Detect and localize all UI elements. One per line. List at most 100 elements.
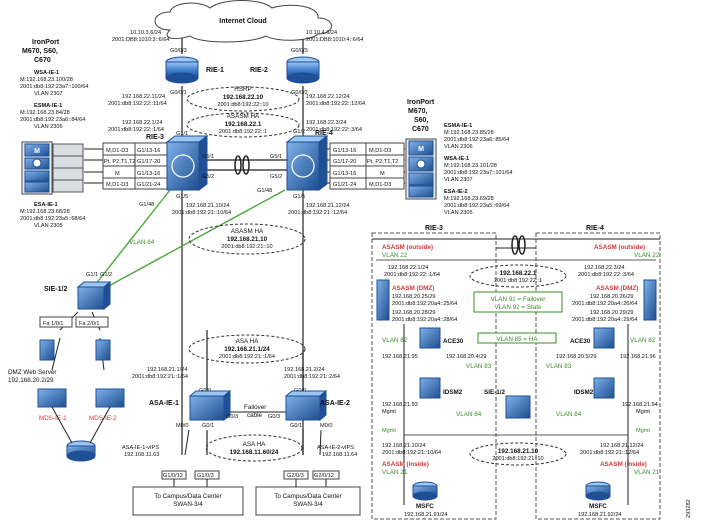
rie-4-down-ip: 192.168.21.12/24 (306, 203, 350, 209)
left-appliance-line: 2001:db8:192:23a6::84/64 (20, 117, 85, 123)
rie-4-port-label: G1/13-16 (333, 148, 356, 154)
asasm-ha-top-ipv6: 2001:db8:192:22::1 (219, 129, 267, 135)
panel-dmz-left-ipv6: 2001:db8:192:20a4::25/64 (392, 301, 457, 307)
panel-rie-3-label: RIE-3 (425, 225, 443, 232)
right-appliance-line: 2001:db8:192:23a5::69/64 (444, 203, 509, 209)
panel-idsm2-left: IDSM2 (443, 389, 463, 396)
rie-3-port-label: G1/17-20 (137, 159, 160, 165)
ironport-left-title-1: IronPort (32, 39, 60, 46)
rie-3-g51: G5/1 (202, 154, 214, 160)
right-appliance-line: 2001:db8:192:23a7::101/64 (444, 170, 512, 176)
m-letter-icon: M (34, 148, 40, 155)
asa-ie-1-m00: M0/0 (176, 423, 188, 429)
panel-vlan-21-left: VLAN 21 (382, 469, 408, 476)
asasm-ha-mid-ip: 192.168.21.10 (227, 236, 268, 243)
switch-rie-4: G1/13-16 G1/17-20 G1/13-16 G1/21-24 M,D1… (257, 129, 405, 200)
rie-4-up-ip: 192.168.22.3/24 (306, 120, 346, 126)
asa-ie-1-label: ASA-IE-1 (149, 400, 179, 407)
panel-asasm-outside-right: ASASM (outside) (594, 244, 645, 251)
panel-ace-left-ip: 192.168.21.95 (382, 354, 418, 360)
panel-asasm-dmz-right: ASASM (DMZ) (596, 285, 638, 292)
switch-symbol-icon (171, 154, 195, 178)
rie-4-g148: G1/48 (257, 188, 272, 194)
panel-asasm-left-module (376, 279, 390, 321)
panel-outside-right-ip: 192.168.22.3/24 (584, 265, 624, 271)
rie-4-g52: G5/2 (270, 174, 282, 180)
figure-id-label: 293282 (686, 499, 692, 518)
panel-msfc-right-ip: 192.168.21.92/24 (578, 512, 622, 518)
rie-1-addr-v4: 10.10.3.6/24 (130, 30, 161, 36)
rie-3-label: RIE-3 (146, 134, 164, 141)
ironport-right-title-2: M670, (408, 108, 428, 115)
panel-vlan-83-left: VLAN 83 (466, 363, 492, 370)
panel-dmz-vip-ipv6: 2001:db8:192:20a4::28/64 (392, 317, 457, 323)
campus-left: To Campus/Data Center SWAN-3/4 (132, 479, 244, 516)
panel-vlan-83-right: VLAN 83 (546, 363, 572, 370)
panel-ace30-right: ACE30 (570, 338, 591, 345)
panel-asasm-inside-left: ASASM (inside) (382, 461, 429, 468)
asasm-ha-top-ip: 192.168.22.1 (225, 121, 262, 128)
rie-4-port-label: G1/21-24 (333, 182, 356, 188)
asasm-ha-mid-group: ASASM HA 192.168.21.10 2001:db8:192:21::… (188, 223, 306, 255)
left-appliance-line: VLAN 2307 (34, 91, 63, 97)
ironport-left-title-2: M670, S60, (22, 48, 58, 55)
panel-vlan-84-left: VLAN 84 (456, 411, 482, 418)
rie-2-addr-v6: 2001:DB8:1010:4::6/64 (306, 37, 364, 43)
asa-ie-1-ipv6: 2001:db8:192:21::1/64 (132, 374, 188, 380)
mds-devices: MDS-IE-1 MDS-IE-2 (37, 388, 125, 462)
rie-4-dev-label: M,D1-D3 (369, 182, 391, 188)
sie-1-2-g11: G1/1 (86, 272, 98, 278)
asa-ha-mid-ipv6: 2001:db8:192:21::1/64 (219, 354, 275, 360)
panel-ace30-left: ACE30 (443, 338, 464, 345)
wsa-globe-icon (416, 159, 426, 169)
rie-3-dev-label: M,D1-D3 (106, 148, 128, 154)
panel-inside-left-ip: 192.168.21.10/24 (382, 443, 426, 449)
switch-sie-1-2: SIE-1/2 G1/1 G1/2 (44, 272, 112, 311)
rie-3-port-label: G1/21-24 (137, 182, 160, 188)
failover-cable-label: cable (247, 412, 263, 419)
right-appliance-line: VLAN 2306 (444, 144, 473, 150)
asa-ie-2-m00: M0/0 (320, 423, 332, 429)
asa-ie-2-ip: 192.168.21.2/24 (284, 367, 324, 373)
ironport-right-title-3: S60, (414, 117, 428, 124)
asa-ie-2-g03: G0/3 (268, 414, 280, 420)
sie-1-2-fa2: Fa 2/0/1 (79, 321, 100, 327)
rie-4-dev-label: M,D1-D3 (369, 148, 391, 154)
panel-vlan-82-left: VLAN 82 (382, 337, 408, 344)
ironport-right-title: IronPort M670, S60, C670 (407, 99, 435, 133)
panel-idsm2-right: IDSM2 (574, 389, 594, 396)
ironport-right-title-4: C670 (412, 126, 429, 133)
right-appliance-line: M:192.168.23.101/28 (444, 163, 497, 169)
panel-asasm-inside-right: ASASM (inside) (600, 461, 647, 468)
panel-vlan-85-label: VLAN 85 = HA (496, 336, 538, 343)
left-appliance-line: 2001:db8:192:23a5::68/64 (20, 216, 85, 222)
rie-4-g51: G5/1 (270, 154, 282, 160)
asa-ie-1-vips: ASA-IE-1-vIPS (122, 445, 159, 451)
firewall-asa-ie-2: 192.168.21.2/24 2001:db8:192:21::2/64 G0… (268, 367, 357, 480)
hsrp-group: HSRP 192.168.22.10 2001:db8:192:22::10 (186, 86, 300, 112)
panel-ace30-left-module (419, 327, 441, 349)
rie-2-addr-v4: 10.10.4.6/24 (306, 30, 337, 36)
asa-ie-2-label: ASA-IE-2 (320, 400, 350, 407)
panel-mgmt-right-lower: Mgmt (636, 428, 650, 434)
rie-4-dev-label: Pt, P2,T1,T2 (367, 159, 398, 165)
panel-idsm2-left-module (419, 377, 441, 399)
panel-outside-left-ipv6: 2001:db8:192:22::1/64 (384, 272, 440, 278)
router-rie-2: RIE-2 G0/0/3 G0/0/2 10.10.4.6/24 2001:DB… (250, 30, 364, 96)
panel-asasm-right-module (643, 279, 657, 321)
panel-asasm-outside-left: ASASM (outside) (382, 244, 433, 251)
asasm-ha-top-group: ASASM HA 192.168.22.1 2001:db8:192:22::1 (186, 112, 300, 138)
internet-cloud: Internet Cloud (154, 0, 332, 43)
ironport-left-title: IronPort M670, S60, C670 (22, 39, 60, 64)
left-appliance-name: WSA-IE-1 (34, 70, 59, 76)
left-appliance-stack: M (21, 141, 84, 195)
rie-3-port-label: G1/13-16 (137, 171, 160, 177)
asa-ha-bottom-group: ASA HA 192.168.11.60/24 (205, 434, 303, 462)
router-rie-1: RIE-1 G0/0/3 G0/0/1 10.10.3.6/24 2001:DB… (112, 30, 224, 96)
panel-ha-ip: 192.168.22.1 (500, 270, 537, 277)
asa-ie-2-vips: ASA-IE-2-vIPS (317, 445, 354, 451)
panel-inside-ha-ip: 192.168.21.10 (498, 448, 539, 455)
panel-sie-1-2-label: SIE-1/2 (484, 389, 505, 396)
sie-1-2-label: SIE-1/2 (44, 286, 67, 293)
panel-idsm-left-ip: 192.168.21.93 (382, 402, 418, 408)
